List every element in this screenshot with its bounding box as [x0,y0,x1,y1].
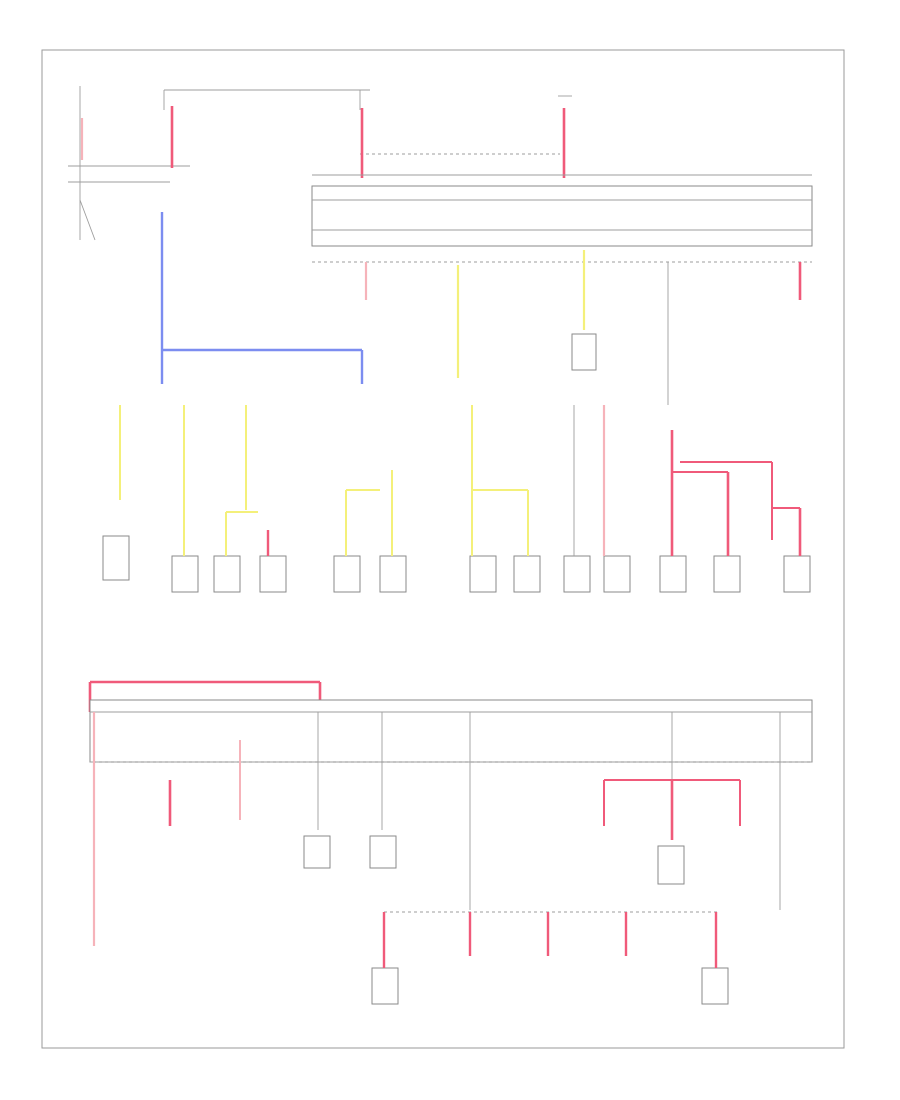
component-box [571,333,597,371]
component-box [659,555,687,593]
lower-fuse-block [88,680,813,763]
relay-block-top [311,174,813,263]
component-box [513,555,541,593]
component-box [303,835,331,869]
component-box [371,967,399,1005]
upper-right-red-cluster [670,430,802,556]
upper-component-row [102,333,811,593]
component-box [369,835,397,869]
component-box [783,555,811,593]
component-box [379,555,407,593]
component-box [713,555,741,593]
bottom-bus [382,911,720,968]
component-box [171,555,199,593]
component-box [603,555,631,593]
component-box [102,535,130,581]
top-power-feeds [68,86,572,241]
feeds-below-relay [364,250,802,405]
diagram-frame [41,49,845,1049]
blue-wire [160,212,364,384]
component-box [469,555,497,593]
component-box [701,967,729,1005]
component-box [563,555,591,593]
top-red-wires [80,106,566,178]
lower-right-red-cluster [603,779,741,840]
upper-drop-wires [119,405,606,556]
component-box [259,555,287,593]
component-box [213,555,241,593]
component-box [333,555,361,593]
lower-component-row [303,835,729,1005]
component-box [657,845,685,885]
